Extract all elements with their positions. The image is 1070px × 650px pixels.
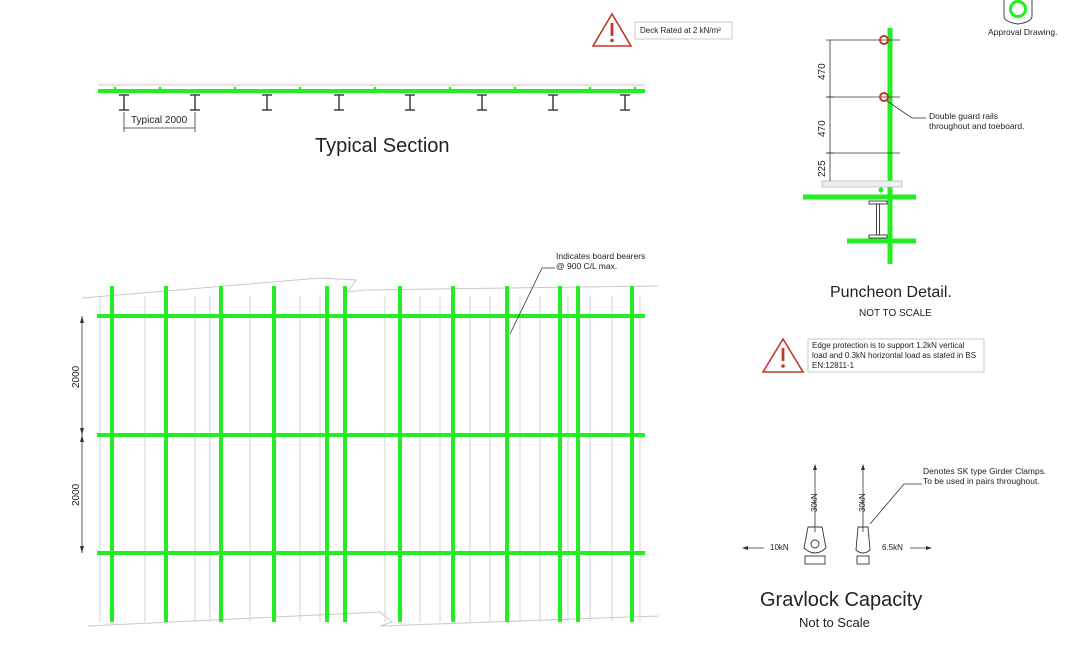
warning-triangle-icon (761, 337, 805, 373)
rails-note-line1: Double guard rails (929, 111, 998, 121)
left-clamp-nut (804, 555, 826, 565)
toeboard (821, 180, 903, 188)
plan-bottom-edge (87, 611, 659, 627)
deck-warning (591, 12, 733, 47)
left-horizontal-load: 10kN (770, 543, 789, 552)
plan-dim-arrow-bottom (80, 546, 84, 553)
puncheon-dimension-upper: 470 (817, 63, 828, 80)
warning-dot-icon (781, 364, 785, 368)
plan-dimension-top: 2000 (71, 365, 82, 388)
deck-warning-box (634, 21, 733, 40)
warning-mark-icon (781, 348, 785, 361)
puncheon-subtitle: NOT TO SCALE (859, 308, 932, 319)
bearer-leader-line (509, 267, 555, 335)
right-vertical-load: 30kN (858, 493, 867, 512)
plan-dim-arrow-mid-a (80, 428, 84, 435)
clamp-leader-line (869, 483, 922, 525)
ibeam-bottom-flange (868, 234, 888, 239)
edge-protection-warning (761, 337, 985, 373)
warning-dot-icon (610, 38, 614, 43)
right-horizontal-arrowhead (926, 546, 932, 550)
edge-warning-box (807, 338, 985, 373)
puncheon-title: Puncheon Detail. (830, 284, 952, 301)
rail-clamp-upper (879, 35, 889, 45)
gravlock-title: Gravlock Capacity (760, 589, 923, 611)
approval-shield-icon (1003, 0, 1033, 25)
clamp-note-line2: To be used in pairs throughout. (923, 476, 1040, 486)
approval-label: Approval Drawing. (988, 27, 1058, 37)
bearer-note-line1: Indicates board bearers (556, 251, 646, 261)
right-vertical-arrowhead (861, 464, 865, 470)
clamp-note-line1: Denotes SK type Girder Clamps. (923, 466, 1047, 476)
bearer-note-line2: @ 900 C/L max. (556, 261, 618, 271)
plan-dimension-bottom: 2000 (71, 483, 82, 506)
left-vertical-load: 30kN (810, 493, 819, 512)
edge-protection-line1: Edge protection is to support 1.2kN vert… (812, 341, 965, 350)
warning-mark-icon (610, 23, 614, 36)
rail-clamp-middle (879, 92, 889, 102)
rails-leader-line (886, 100, 926, 119)
gravlock-drawing (742, 464, 932, 565)
puncheon-dimension-lower: 225 (817, 160, 828, 177)
typical-dimension-label: Typical 2000 (131, 115, 188, 126)
section-bearer-dot (298, 86, 302, 90)
puncheon-detail-drawing (803, 28, 926, 264)
section-bearer-dot (113, 86, 117, 90)
plan-thin-lines (99, 296, 641, 622)
deck-warning-text: Deck Rated at 2 kN/m² (640, 26, 721, 35)
section-bearer-dot (448, 86, 452, 90)
approval-indicator (1003, 0, 1033, 25)
section-bearer-dot (233, 86, 237, 90)
section-bearer-dot (513, 86, 517, 90)
plan-bearers (110, 286, 634, 622)
right-clamp-body (855, 526, 871, 554)
right-clamp-nut (856, 555, 870, 565)
ibeam-web (876, 203, 880, 236)
left-clamp-bolt (810, 539, 820, 549)
edge-protection-line3: EN:12811-1 (812, 361, 855, 370)
plan-dim-arrow-mid-b (80, 435, 84, 442)
plan-ledgers (97, 314, 645, 555)
section-bearer-dot (158, 86, 162, 90)
left-clamp-body (803, 526, 827, 554)
section-beams (113, 86, 637, 111)
warning-triangle-icon (591, 12, 633, 47)
left-horizontal-arrowhead (742, 546, 748, 550)
section-bearer-dot (633, 86, 637, 90)
typical-section-drawing (98, 84, 645, 132)
left-vertical-arrowhead (813, 464, 817, 470)
right-horizontal-load: 6.5kN (882, 543, 903, 552)
green-dot-1 (878, 187, 884, 193)
plan-top-edge (81, 277, 659, 299)
gravlock-subtitle: Not to Scale (799, 615, 870, 630)
section-bearer-dot (588, 86, 592, 90)
edge-protection-line2: load and 0.3kN horizontal load as stated… (812, 351, 977, 360)
puncheon-dimension-middle: 470 (817, 120, 828, 137)
rails-note-line2: throughout and toeboard. (929, 121, 1025, 131)
plan-view-drawing (80, 267, 659, 627)
section-bearer-dot (373, 86, 377, 90)
typical-section-title: Typical Section (315, 135, 450, 157)
plan-dim-arrow-top (80, 316, 84, 323)
approval-status-icon (1009, 0, 1027, 18)
